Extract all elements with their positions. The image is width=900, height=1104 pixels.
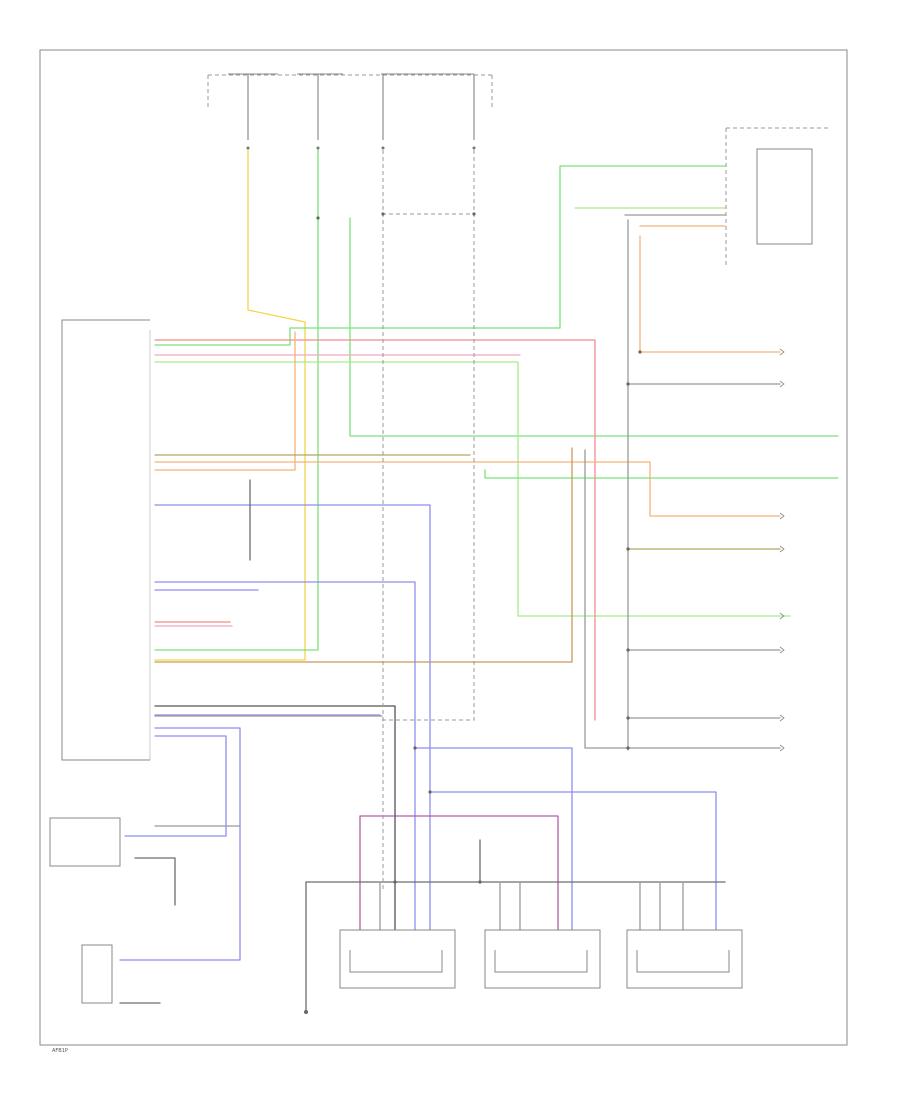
- terminal-arrows: [779, 348, 785, 752]
- bottom-module-left: [339, 929, 456, 989]
- left-lower-module: [49, 817, 121, 867]
- junction-dots: [304, 212, 642, 1014]
- bottom-module-center: [484, 929, 601, 989]
- wires: [119, 149, 839, 1013]
- left-bottom-module: [81, 944, 113, 1004]
- diagram-frame: [39, 49, 848, 1046]
- page-footer: AFB1P: [52, 1048, 68, 1054]
- right-top-module: [725, 127, 830, 268]
- fuse-block-top: [207, 73, 493, 150]
- control-unit: [61, 319, 151, 761]
- bottom-module-right: [626, 929, 743, 989]
